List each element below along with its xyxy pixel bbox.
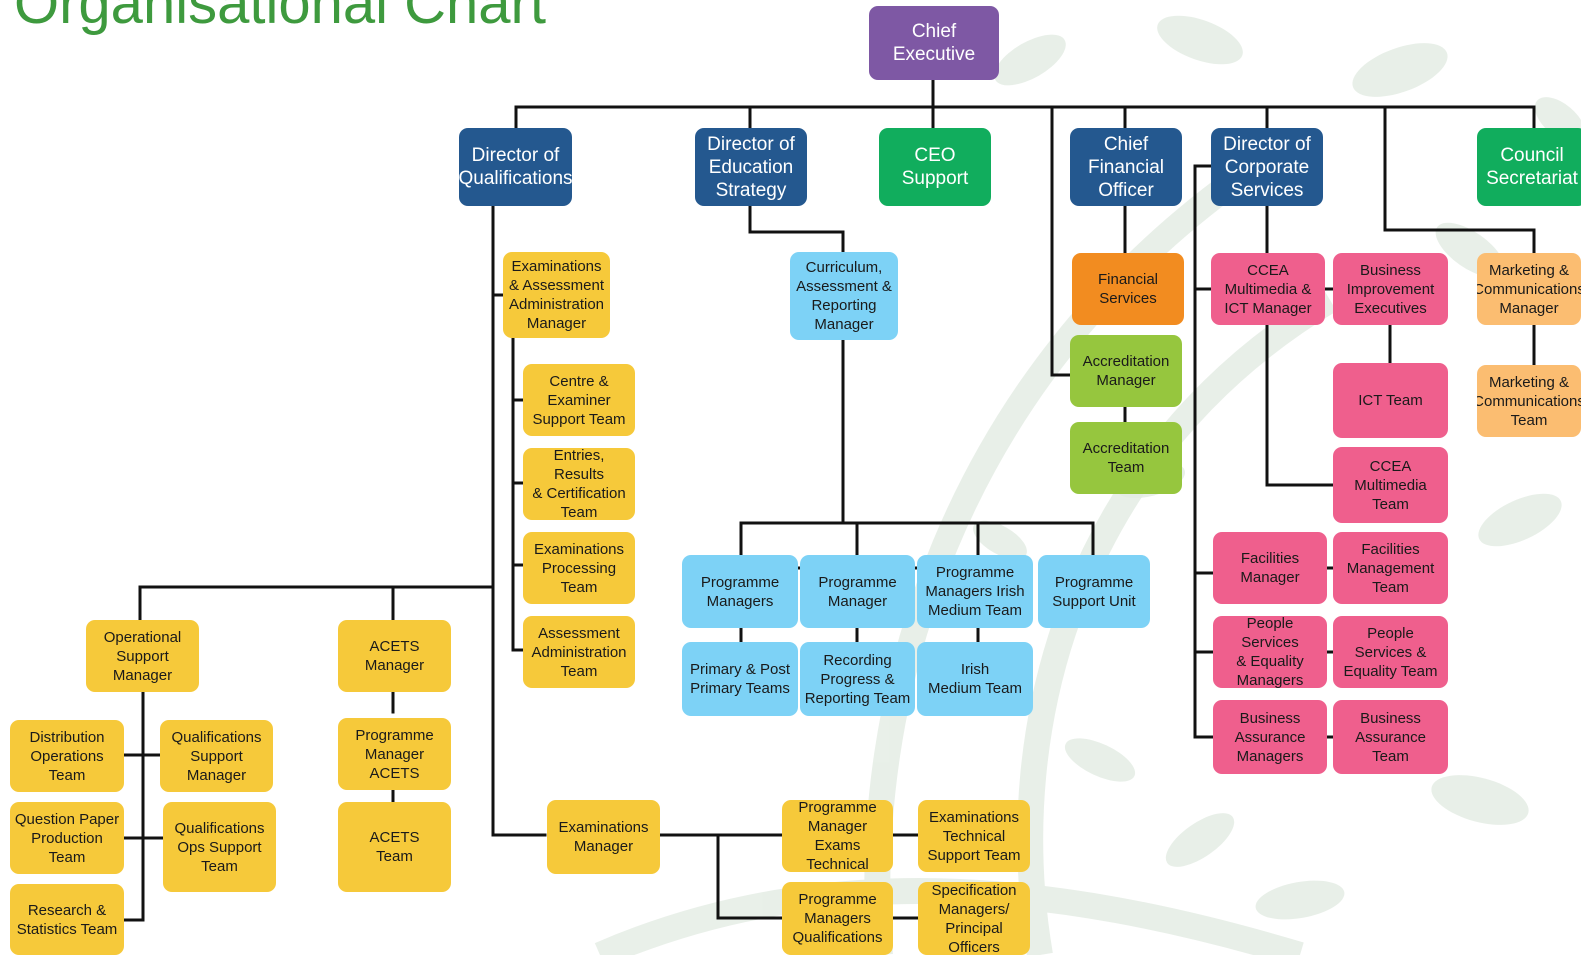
node-distribution-operations-team: Distribution Operations Team [10,720,124,792]
node-chief-executive: Chief Executive [869,6,999,80]
connector [1050,105,1127,424]
node-assessment-administration-team: Assessment Administration Team [523,616,635,688]
node-business-assurance-managers: Business Assurance Managers [1213,700,1327,774]
connector [491,204,505,837]
node-marketing-communications-manager: Marketing & Communications Manager [1477,253,1581,325]
node-centre-examiner-support-team: Centre & Examiner Support Team [523,364,635,436]
node-programme-manager-exams-technical: Programme Manager Exams Technical [782,800,893,872]
connector [739,566,980,644]
node-entries-results-certification-team: Entries, Results & Certification Team [523,448,635,520]
node-research-statistics-team: Research & Statistics Team [10,884,124,955]
connector [1383,105,1536,255]
connector [739,338,1095,557]
page-title: Organisational Chart [14,0,546,36]
connector [1265,204,1392,487]
node-financial-services: Financial Services [1072,253,1184,325]
node-question-paper-production-team: Question Paper Production Team [10,802,124,874]
node-director-of-qualifications: Director of Qualifications [459,128,572,206]
node-acets-team: ACETS Team [338,802,451,892]
node-chief-financial-officer: Chief Financial Officer [1070,128,1182,206]
node-ccea-multimedia-ict-manager: CCEA Multimedia & ICT Manager [1211,253,1325,325]
connector [122,688,165,922]
node-qualifications-support-manager: Qualifications Support Manager [160,720,273,792]
node-programme-manager-acets: Programme Manager ACETS [338,718,451,790]
node-marketing-communications-team: Marketing & Communications Team [1477,365,1581,437]
node-examinations-technical-support-team: Examinations Technical Support Team [918,800,1030,872]
node-primary-post-primary-teams: Primary & Post Primary Teams [682,642,798,716]
node-people-services-equality-managers: People Services & Equality Managers [1213,616,1327,688]
node-facilities-manager: Facilities Manager [1213,532,1327,604]
node-curriculum-assessment-reporting-manager: Curriculum, Assessment & Reporting Manag… [790,252,898,340]
connector [514,78,1536,130]
node-programme-managers: Programme Managers [682,555,798,628]
node-programme-manager: Programme Manager [800,555,915,628]
connector [511,333,525,652]
node-ccea-multimedia-team: CCEA Multimedia Team [1333,447,1448,523]
node-business-assurance-team: Business Assurance Team [1333,700,1448,774]
node-operational-support-manager: Operational Support Manager [86,620,199,692]
node-programme-support-unit: Programme Support Unit [1038,555,1150,628]
node-people-services-equality-team: People Services & Equality Team [1333,616,1448,688]
node-qualifications-ops-support-team: Qualifications Ops Support Team [163,802,276,892]
node-specification-managers: Specification Managers/ Principal Office… [918,882,1030,955]
node-director-of-education-strategy: Director of Education Strategy [695,128,807,206]
node-ict-team: ICT Team [1333,363,1448,438]
node-examinations-processing-team: Examinations Processing Team [523,532,635,604]
connector [138,585,495,622]
node-acets-manager: ACETS Manager [338,620,451,692]
node-ceo-support: CEO Support [879,128,991,206]
connector [748,204,845,254]
node-irish-medium-team: Irish Medium Team [917,642,1033,716]
node-programme-managers-irish-medium: Programme Managers Irish Medium Team [917,555,1033,628]
node-exam-assessment-admin-manager: Examinations & Assessment Administration… [503,252,610,338]
node-recording-progress-reporting-team: Recording Progress & Reporting Team [800,642,915,716]
node-facilities-management-team: Facilities Management Team [1333,532,1448,604]
node-council-secretariat: Council Secretariat [1477,128,1581,206]
node-business-improvement-executives: Business Improvement Executives [1333,253,1448,325]
node-examinations-manager: Examinations Manager [547,800,660,874]
connector [658,833,920,920]
node-accreditation-manager: Accreditation Manager [1070,335,1182,407]
node-accreditation-team: Accreditation Team [1070,422,1182,494]
node-programme-managers-qualifications: Programme Managers Qualifications [782,882,893,955]
connector [1193,164,1215,739]
node-director-of-corporate-services: Director of Corporate Services [1211,128,1323,206]
